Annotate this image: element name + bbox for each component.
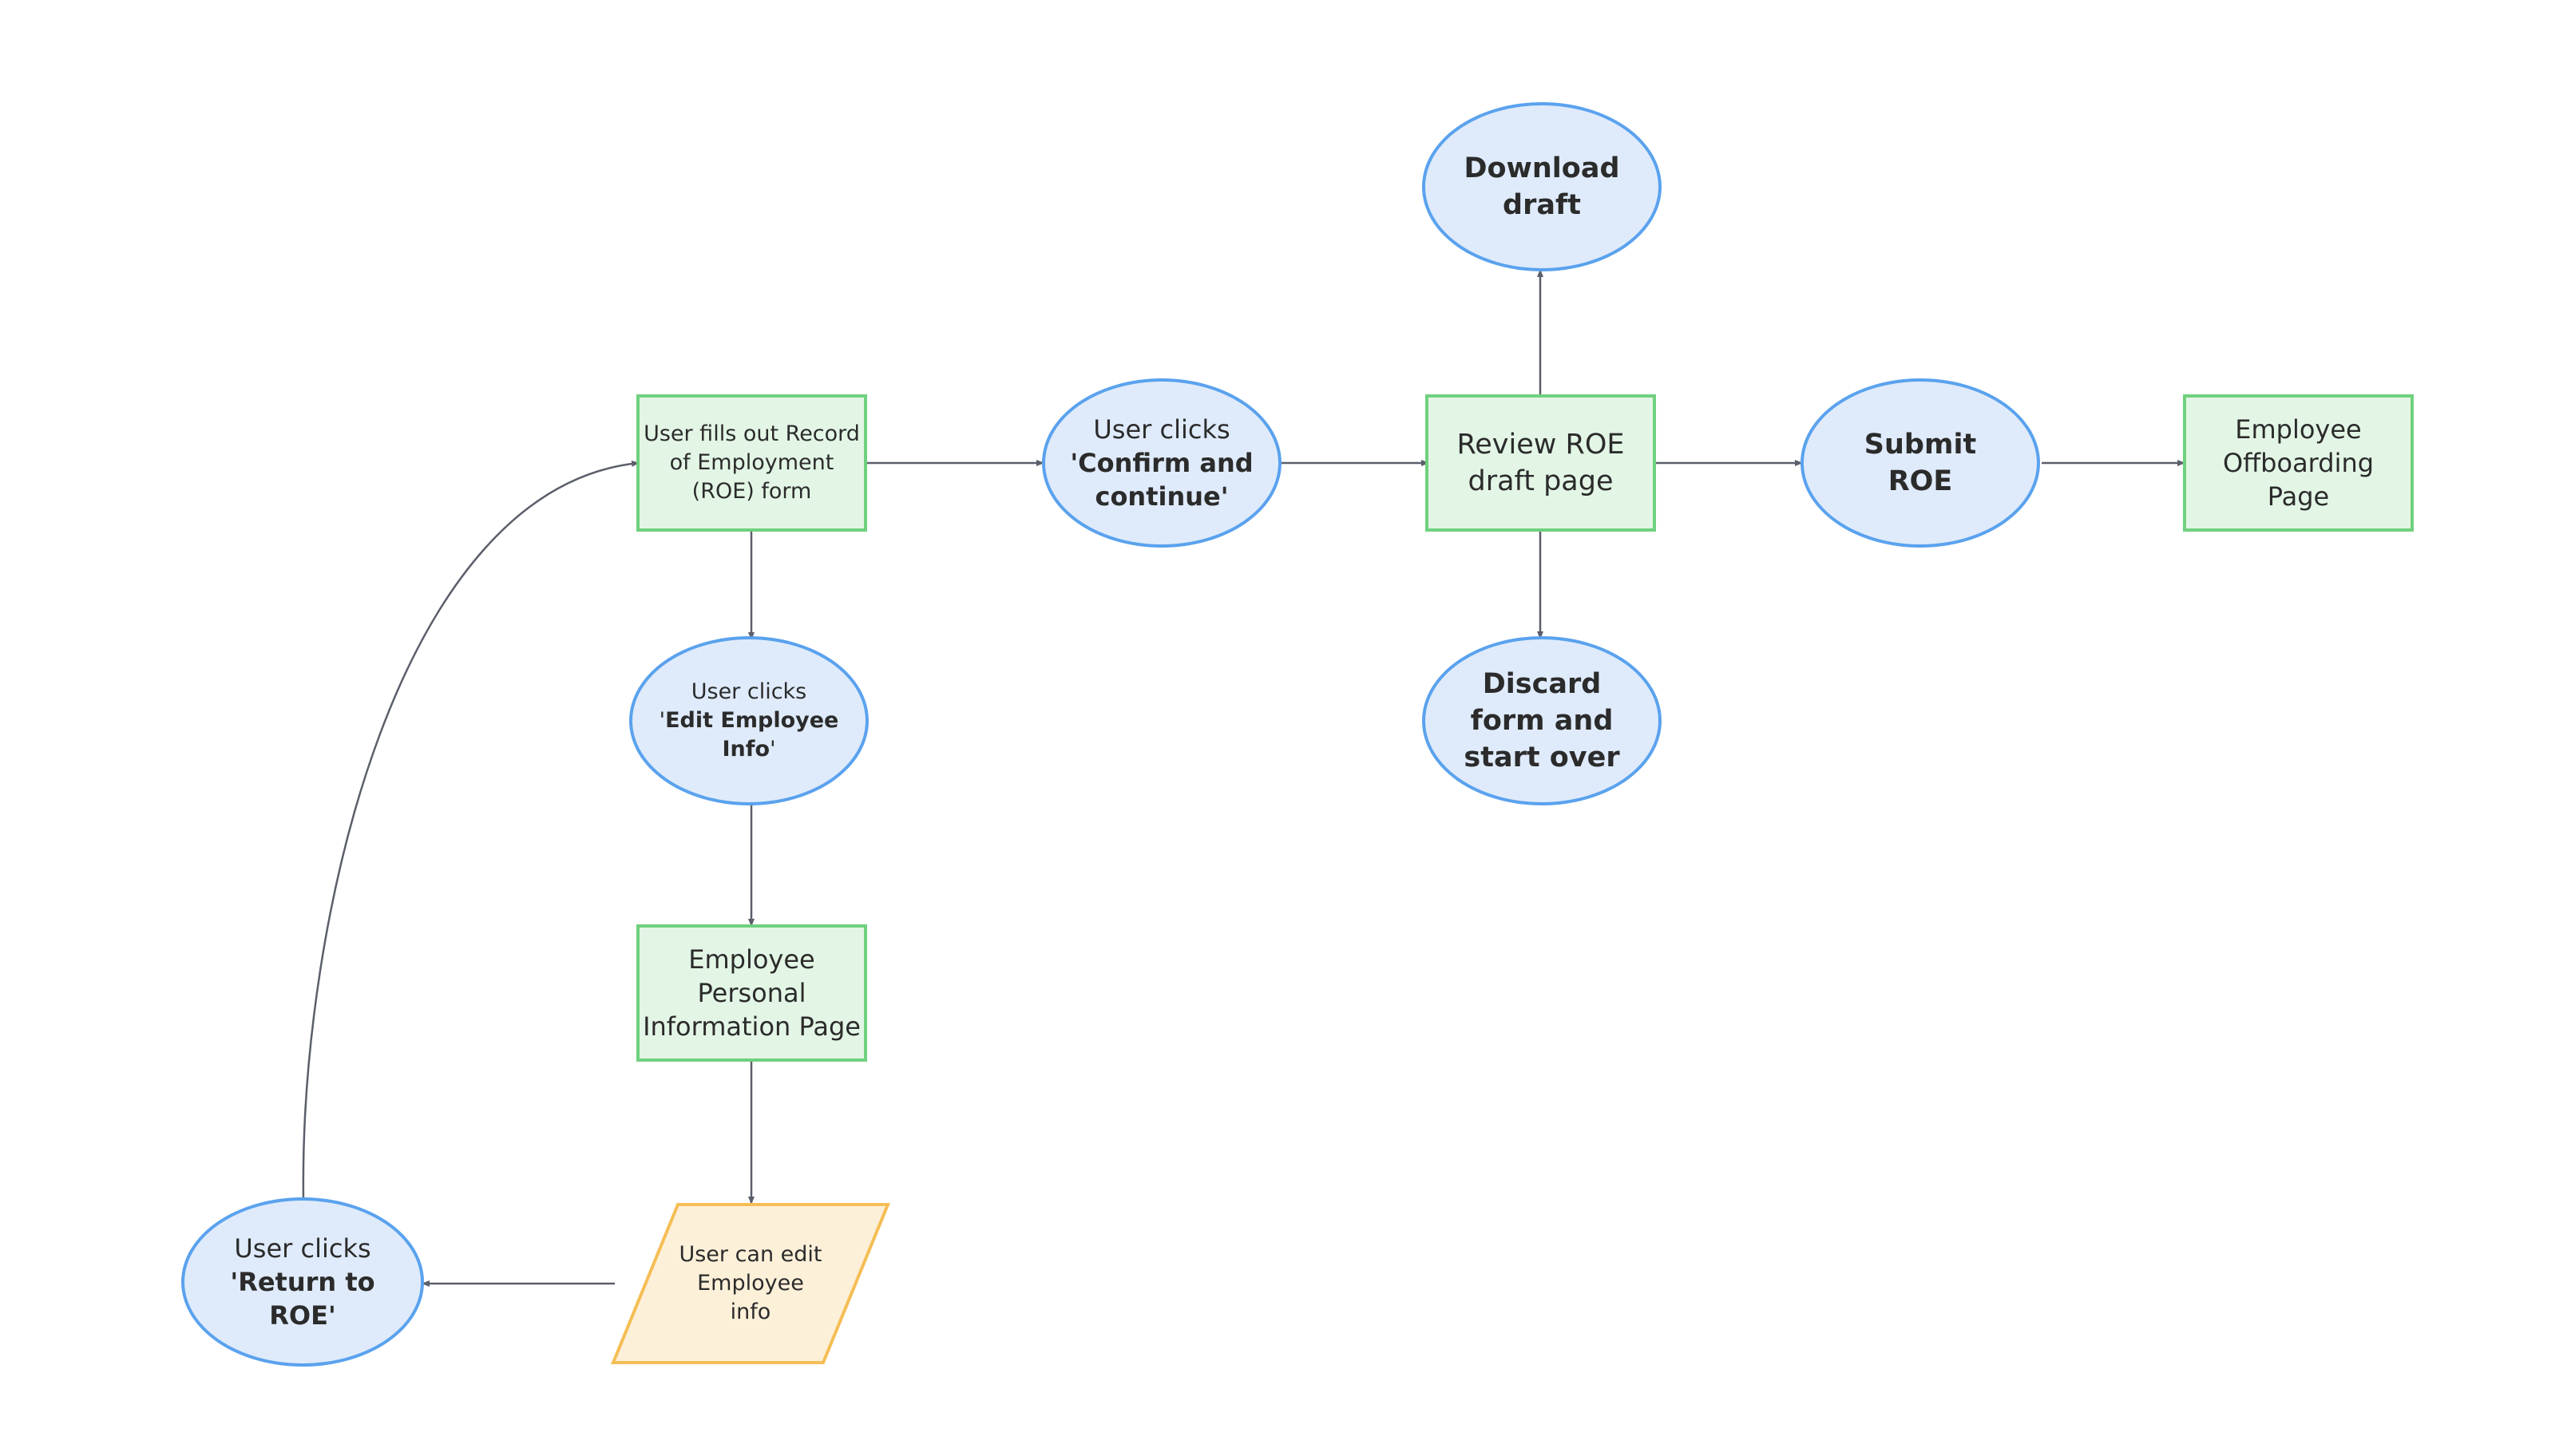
edit-info-bold-2: Info (722, 737, 771, 762)
personal-info-line-3: Information Page (643, 1011, 861, 1042)
personal-info-page-node: Employee Personal Information Page (636, 924, 867, 1062)
submit-roe-line-2: ROE (1888, 465, 1953, 497)
submit-roe-line-1: Submit (1864, 429, 1977, 461)
download-draft-node[interactable]: Download draft (1422, 102, 1662, 271)
return-prefix: User clicks (234, 1233, 371, 1264)
edit-info-bold-line-2: Info' (722, 735, 775, 764)
discard-line-1: Discard (1482, 668, 1602, 700)
return-bold-1: 'Return to (230, 1267, 375, 1297)
return-bold-2: ROE' (269, 1300, 336, 1331)
edit-info-quote-close: ' (770, 737, 776, 762)
review-draft-line-2: draft page (1468, 465, 1614, 497)
edit-info-prefix: User clicks (691, 679, 807, 704)
confirm-continue-bold-1: 'Confirm and (1070, 448, 1254, 478)
roe-form-line-1: User fills out Record (644, 421, 860, 446)
roe-form-line-2: of Employment (669, 450, 834, 475)
personal-info-line-2: Personal (697, 978, 806, 1008)
roe-form-node: User fills out Record of Employment (ROE… (636, 394, 867, 532)
edit-employee-info-node[interactable]: User clicks 'Edit Employee Info' (629, 636, 869, 805)
offboarding-line-3: Page (2267, 481, 2330, 512)
offboarding-line-2: Offboarding (2222, 448, 2375, 478)
can-edit-line-3: info (730, 1300, 771, 1324)
edit-info-bold-line-1: 'Edit Employee (660, 706, 839, 735)
can-edit-line-2: Employee (697, 1271, 804, 1296)
confirm-continue-prefix: User clicks (1093, 414, 1230, 445)
confirm-continue-node[interactable]: User clicks 'Confirm and continue' (1042, 378, 1282, 548)
edit-info-quote-open: ' (659, 708, 666, 733)
offboarding-line-1: Employee (2235, 414, 2362, 445)
offboarding-page-node: Employee Offboarding Page (2183, 394, 2414, 532)
can-edit-info-node: User can edit Employee info (611, 1202, 890, 1365)
download-draft-line-2: draft (1503, 189, 1581, 221)
discard-form-node[interactable]: Discard form and start over (1422, 636, 1662, 805)
review-draft-line-1: Review ROE (1456, 429, 1625, 461)
edit-info-bold-1: Edit Employee (665, 708, 839, 733)
can-edit-line-1: User can edit (679, 1242, 822, 1267)
review-draft-node: Review ROE draft page (1425, 394, 1656, 532)
download-draft-line-1: Download (1464, 152, 1620, 184)
discard-line-2: form and (1470, 705, 1614, 737)
can-edit-info-text: User can edit Employee info (611, 1202, 890, 1365)
roe-form-line-3: (ROE) form (691, 479, 812, 504)
return-to-roe-node[interactable]: User clicks 'Return to ROE' (181, 1197, 424, 1367)
discard-line-3: start over (1464, 742, 1620, 774)
personal-info-line-1: Employee (688, 944, 815, 975)
arrow-return-to-roe-form (302, 460, 640, 1201)
submit-roe-node[interactable]: Submit ROE (1801, 378, 2040, 548)
confirm-continue-bold-2: continue' (1095, 481, 1229, 512)
parallelogram-shape (611, 1203, 890, 1364)
